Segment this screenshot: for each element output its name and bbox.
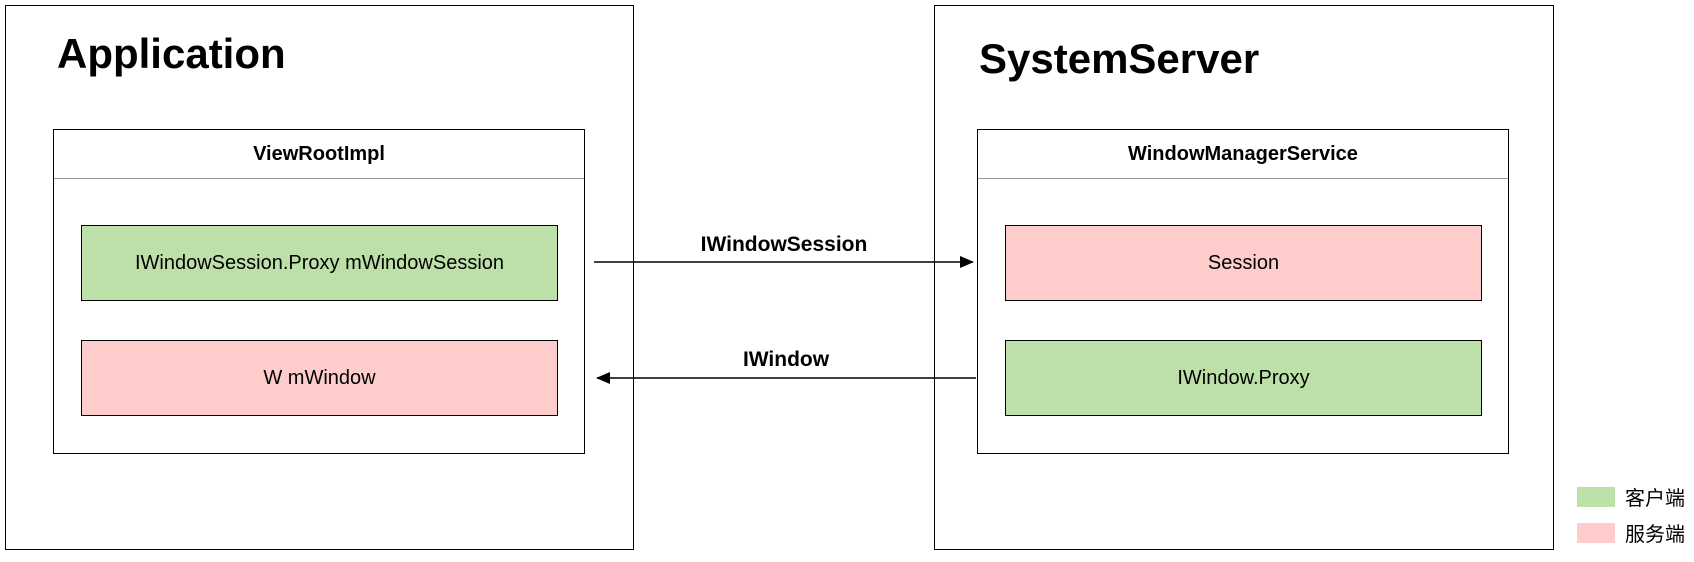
viewrootimpl-title: ViewRootImpl	[54, 130, 584, 179]
viewrootimpl-container: ViewRootImpl IWindowSession.Proxy mWindo…	[53, 129, 585, 454]
iwindow-label: IWindow	[742, 348, 830, 371]
legend-client-label: 客户端	[1625, 488, 1685, 510]
iwindowsession-label: IWindowSession	[700, 233, 868, 256]
application-title: Application	[57, 30, 286, 77]
iwindowsession-proxy-box: IWindowSession.Proxy mWindowSession	[81, 225, 558, 301]
session-box: Session	[1005, 225, 1482, 301]
w-mwindow-box: W mWindow	[81, 340, 558, 416]
legend-server: 服务端	[1577, 518, 1685, 547]
systemserver-panel: SystemServer WindowManagerService Sessio…	[934, 5, 1554, 550]
iwindow-proxy-box: IWindow.Proxy	[1005, 340, 1482, 416]
legend-client: 客户端	[1577, 482, 1685, 511]
legend-server-label: 服务端	[1625, 524, 1685, 546]
windowmanagerservice-title: WindowManagerService	[978, 130, 1508, 179]
legend-client-swatch	[1577, 486, 1615, 507]
windowmanagerservice-container: WindowManagerService Session IWindow.Pro…	[977, 129, 1509, 454]
systemserver-title: SystemServer	[979, 35, 1260, 82]
application-panel: Application ViewRootImpl IWindowSession.…	[5, 5, 634, 550]
legend-server-swatch	[1577, 522, 1615, 543]
